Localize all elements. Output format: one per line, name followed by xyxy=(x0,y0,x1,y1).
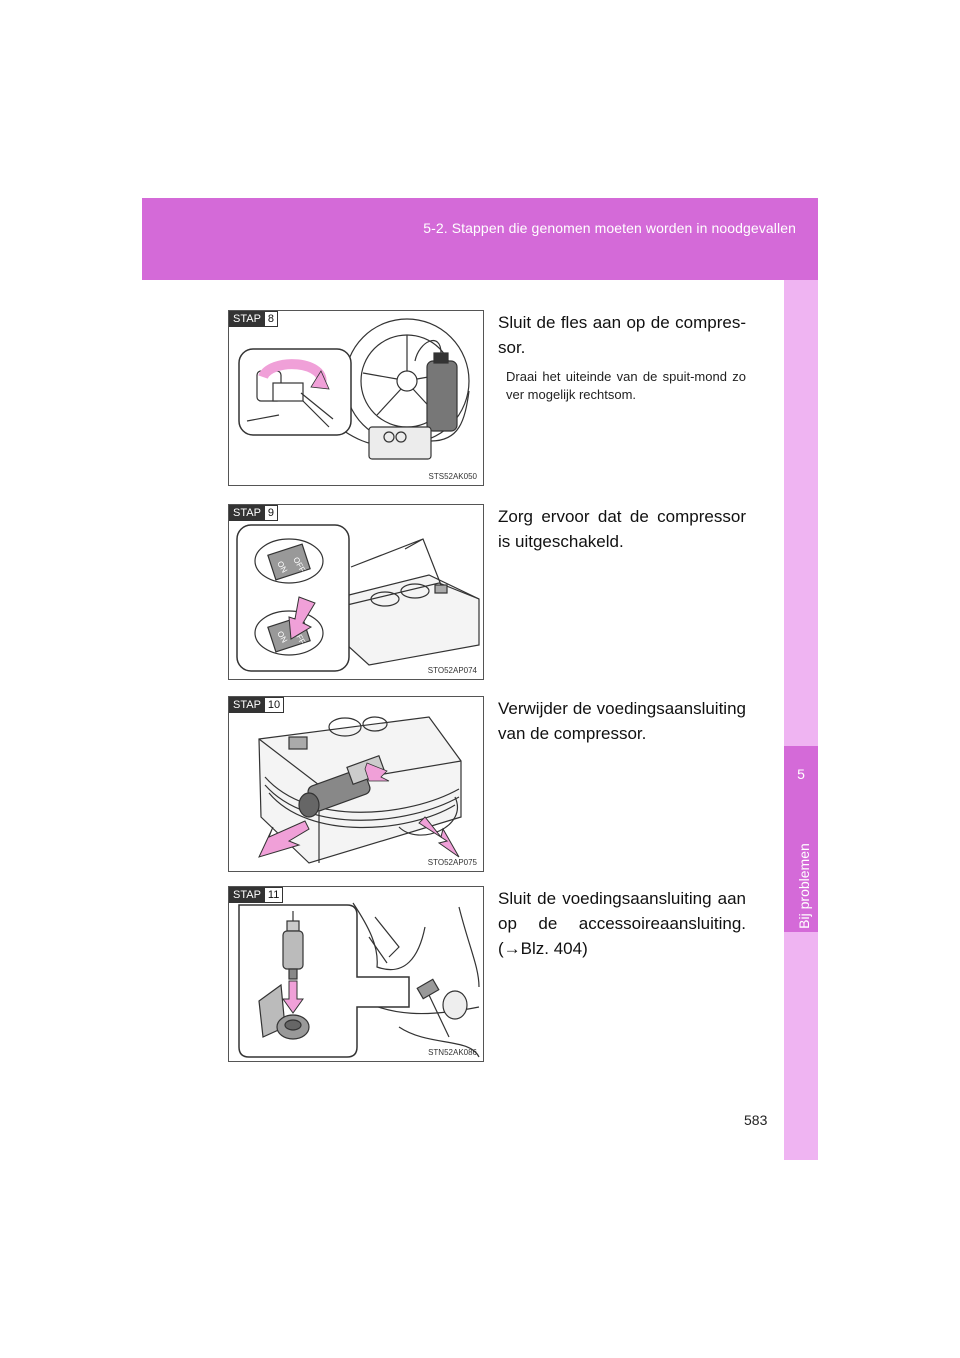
figure-remove-power-plug: STAP 10 STO52AP075 xyxy=(228,696,484,872)
step-instruction: Verwijder de voedingsaansluiting van de … xyxy=(498,699,746,743)
step-9: STAP 9 ON OFF ON OFF xyxy=(228,504,746,680)
figure-bottle-compressor: STAP 8 xyxy=(228,310,484,486)
figure-code: STN52AK086 xyxy=(428,1048,477,1057)
bottle-compressor-illustration xyxy=(238,318,470,460)
step-text: Sluit de voedingsaansluiting aan op de a… xyxy=(498,886,746,961)
figure-accessory-socket: STAP 11 xyxy=(228,886,484,1062)
step-10: STAP 10 STO52AP075 xyxy=(228,696,746,872)
step-badge-label: STAP xyxy=(229,697,264,713)
section-title: 5-2. Stappen die genomen moeten worden i… xyxy=(423,220,796,236)
step-instruction: Zorg ervoor dat de compressor is uitgesc… xyxy=(498,507,746,551)
step-badge: STAP 9 xyxy=(229,505,279,521)
step-badge-number: 11 xyxy=(263,887,284,903)
step-badge-label: STAP xyxy=(229,311,264,327)
step-badge: STAP 11 xyxy=(229,887,284,903)
figure-code: STO52AP074 xyxy=(427,666,477,675)
step-badge-number: 8 xyxy=(263,311,279,327)
chapter-label: Bij problemen xyxy=(796,843,812,929)
step-text: Sluit de fles aan op de compres-sor. Dra… xyxy=(498,310,746,404)
step-8: STAP 8 xyxy=(228,310,746,486)
side-strip xyxy=(784,280,818,1160)
step-badge-number: 10 xyxy=(263,697,285,713)
compressor-switch-illustration: ON OFF ON OFF xyxy=(236,524,480,672)
step-11: STAP 11 xyxy=(228,886,746,1062)
step-badge: STAP 10 xyxy=(229,697,285,713)
chapter-number: 5 xyxy=(797,766,805,782)
step-badge: STAP 8 xyxy=(229,311,279,327)
figure-compressor-switch: STAP 9 ON OFF ON OFF xyxy=(228,504,484,680)
step-badge-number: 9 xyxy=(263,505,279,521)
step-text: Verwijder de voedingsaansluiting van de … xyxy=(498,696,746,746)
figure-code: STS52AK050 xyxy=(428,472,477,481)
chapter-tab[interactable]: 5 Bij problemen xyxy=(784,746,818,932)
step-badge-label: STAP xyxy=(229,887,264,903)
step-text: Zorg ervoor dat de compressor is uitgesc… xyxy=(498,504,746,554)
step-instruction: Sluit de fles aan op de compres-sor. xyxy=(498,313,746,357)
section-header: 5-2. Stappen die genomen moeten worden i… xyxy=(142,198,818,280)
step-instruction: Sluit de voedingsaansluiting aan op de a… xyxy=(498,889,746,958)
step-detail: Draai het uiteinde van de spuit-mond zo … xyxy=(506,369,746,402)
figure-code: STO52AP075 xyxy=(427,858,477,867)
step-badge-label: STAP xyxy=(229,505,264,521)
remove-plug-illustration xyxy=(258,716,462,864)
page-number: 583 xyxy=(744,1112,768,1128)
accessory-socket-illustration xyxy=(238,902,480,1058)
